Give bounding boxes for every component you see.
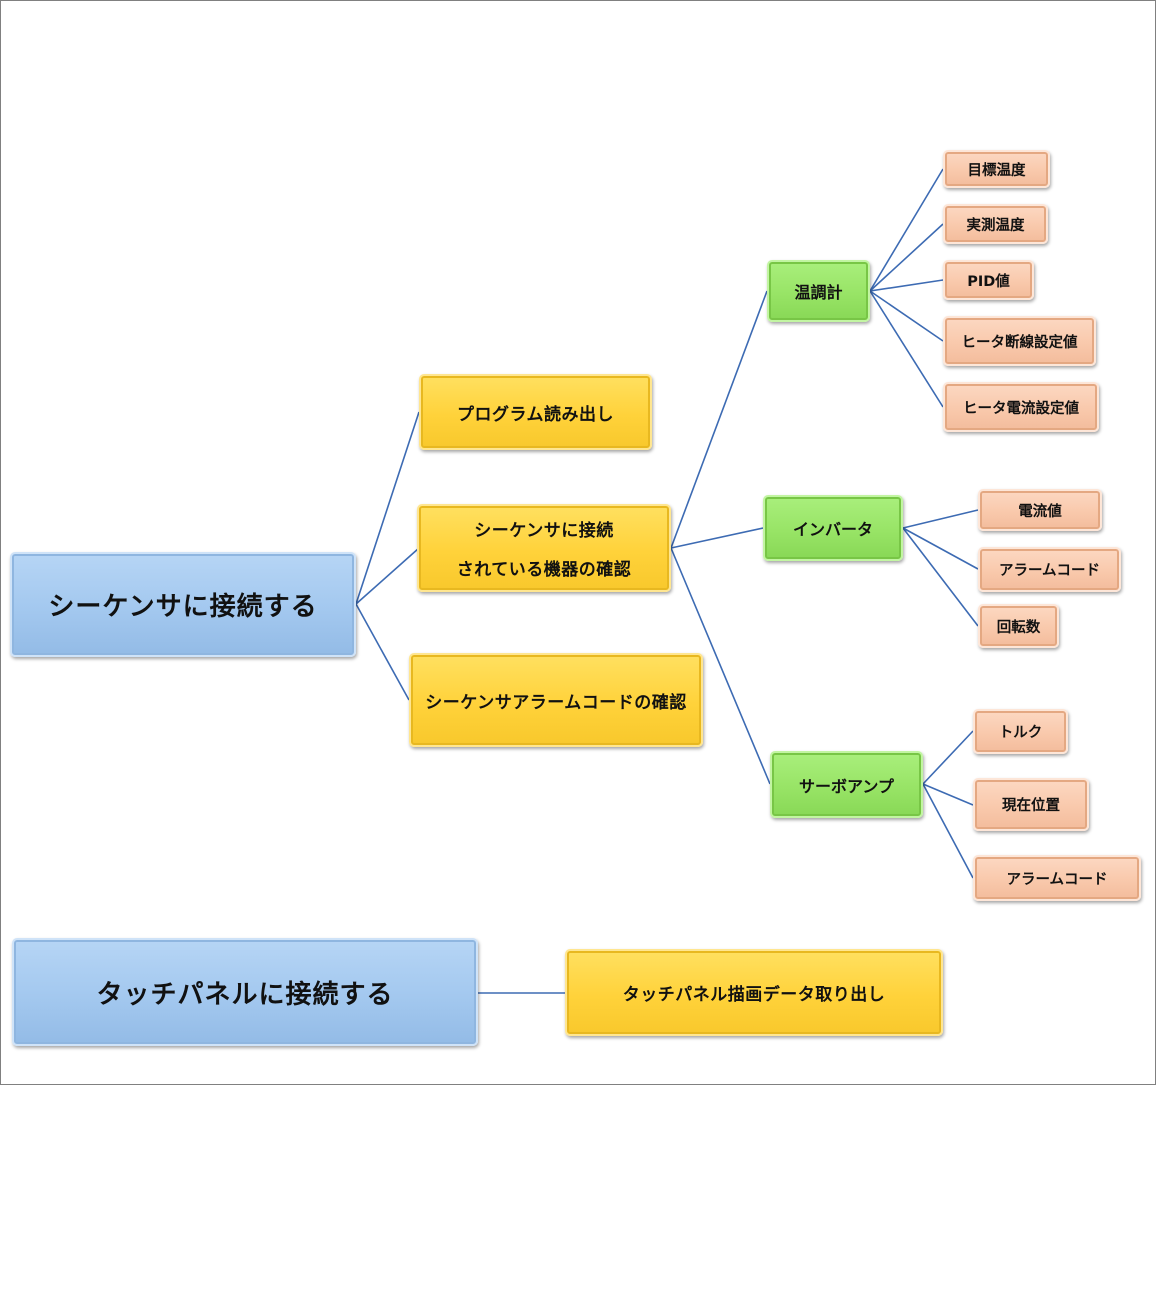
node-label: PID値 — [967, 273, 1010, 290]
connector-line — [922, 730, 974, 785]
connector-line — [869, 168, 944, 292]
node-label: アラームコード — [998, 563, 1101, 579]
connector-line — [902, 509, 979, 529]
node-label: プログラム読み出し — [457, 404, 614, 425]
connector-line — [869, 290, 944, 342]
connector-lines — [355, 168, 979, 994]
connector-line — [869, 223, 944, 292]
connector-line — [670, 547, 771, 785]
node-servo-amp[interactable]: サーボアンプ — [770, 751, 923, 818]
node-label: 現在位置 — [1002, 798, 1060, 814]
node-label-line1: シーケンサに接続 — [474, 521, 614, 541]
root-node-touch-panel[interactable]: タッチパネルに接続する — [12, 938, 478, 1046]
node-label: インバータ — [792, 520, 873, 539]
node-label: 温調計 — [794, 283, 843, 302]
node-label: トルク — [998, 725, 1043, 741]
connector-line — [922, 783, 974, 879]
connector-line — [869, 279, 944, 292]
node-label-line2: されている機器の確認 — [456, 560, 632, 580]
node-heater-break-setting[interactable]: ヒータ断線設定値 — [943, 316, 1096, 366]
node-label: ヒータ断線設定値 — [961, 334, 1078, 351]
connector-line — [355, 547, 420, 605]
node-label: 電流値 — [1018, 503, 1062, 520]
node-temp-controller[interactable]: 温調計 — [767, 260, 870, 322]
root-node-label: タッチパネルに接続する — [96, 979, 394, 1010]
root-node-sequencer[interactable]: シーケンサに接続する — [10, 552, 356, 657]
connector-line — [922, 783, 974, 806]
node-label: タッチパネル描画データ取り出し — [622, 985, 886, 1005]
node-label: シーケンサアラームコードの確認 — [425, 692, 687, 713]
diagram-canvas: シーケンサに接続する タッチパネルに接続する プログラム読み出し シーケンサに接… — [0, 0, 1156, 1085]
node-label: 実測温度 — [966, 217, 1025, 234]
node-current-position[interactable]: 現在位置 — [973, 778, 1089, 831]
node-pid-value[interactable]: PID値 — [943, 260, 1034, 300]
node-heater-current-setting[interactable]: ヒータ電流設定値 — [943, 382, 1099, 432]
connector-line — [902, 527, 979, 570]
node-torque[interactable]: トルク — [973, 709, 1068, 754]
node-label: 目標温度 — [967, 162, 1026, 179]
node-program-read[interactable]: プログラム読み出し — [419, 374, 652, 450]
node-inverter[interactable]: インバータ — [763, 495, 903, 561]
root-node-label: シーケンサに接続する — [48, 592, 318, 622]
node-device-check[interactable]: シーケンサに接続 されている機器の確認 — [417, 504, 671, 592]
connector-line — [670, 527, 764, 549]
connector-line — [355, 411, 420, 605]
node-current-value[interactable]: 電流値 — [978, 489, 1102, 531]
connector-line — [355, 603, 410, 701]
node-label: サーボアンプ — [799, 776, 894, 796]
node-measured-temp[interactable]: 実測温度 — [943, 204, 1048, 244]
connector-line — [670, 290, 768, 549]
node-touch-data[interactable]: タッチパネル描画データ取り出し — [565, 949, 943, 1036]
node-servo-alarm-code[interactable]: アラームコード — [973, 855, 1141, 901]
node-alarm-check[interactable]: シーケンサアラームコードの確認 — [409, 653, 703, 747]
node-target-temp[interactable]: 目標温度 — [943, 150, 1050, 188]
node-label: 回転数 — [996, 619, 1041, 636]
node-label: アラームコード — [1006, 871, 1108, 888]
connector-line — [869, 290, 944, 408]
node-rotation-count[interactable]: 回転数 — [978, 604, 1059, 648]
connector-line — [902, 527, 979, 627]
node-inverter-alarm-code[interactable]: アラームコード — [978, 547, 1121, 592]
node-label: ヒータ電流設定値 — [963, 400, 1079, 417]
